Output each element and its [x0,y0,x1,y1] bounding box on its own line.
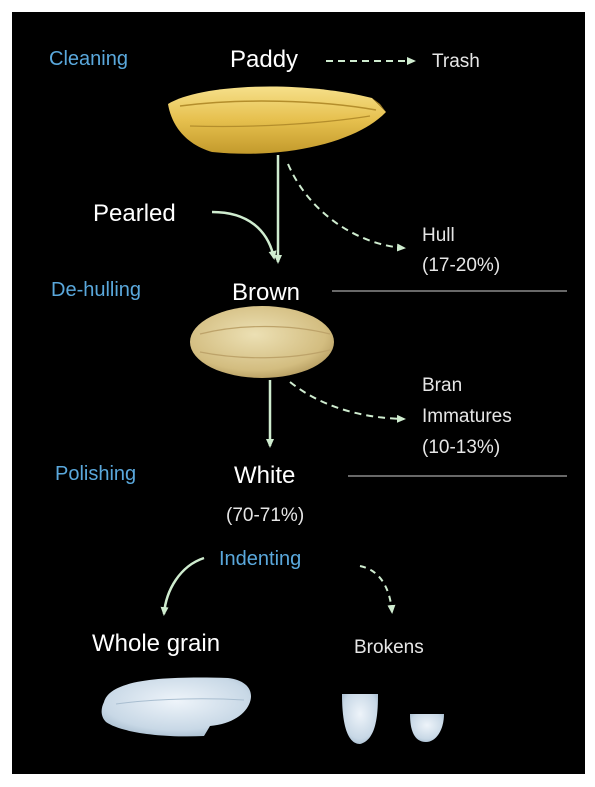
whole-grain-label: Whole grain [92,632,220,656]
brown-grain-image [190,306,334,378]
trash-label: Trash [432,52,480,71]
stage-cleaning-label: Cleaning [49,49,128,69]
white-yield-label: (70-71%) [226,506,304,525]
arrow-indenting-to-whole-grain [164,558,204,614]
arrow-indenting-to-brokens [360,566,392,612]
immatures-label: Immatures [422,407,512,426]
brown-label: Brown [232,281,300,305]
whole-grain-image [102,678,251,737]
arrow-pearled-to-brown [212,212,274,258]
white-label: White [234,464,295,488]
stage-indenting-label: Indenting [219,549,301,569]
stage-dehulling-label: De-hulling [51,280,141,300]
bran-label: Bran [422,376,462,395]
paddy-label: Paddy [230,48,298,72]
hull-label: Hull [422,226,455,245]
hull-yield-label: (17-20%) [422,256,500,275]
pearled-label: Pearled [93,202,176,226]
brokens-image [342,694,444,744]
arrow-paddy-to-hull [288,164,404,248]
bran-yield-label: (10-13%) [422,438,500,457]
stage-polishing-label: Polishing [55,464,136,484]
arrow-brown-to-bran [290,382,404,419]
brokens-label: Brokens [354,638,424,657]
paddy-grain-image [168,87,386,154]
